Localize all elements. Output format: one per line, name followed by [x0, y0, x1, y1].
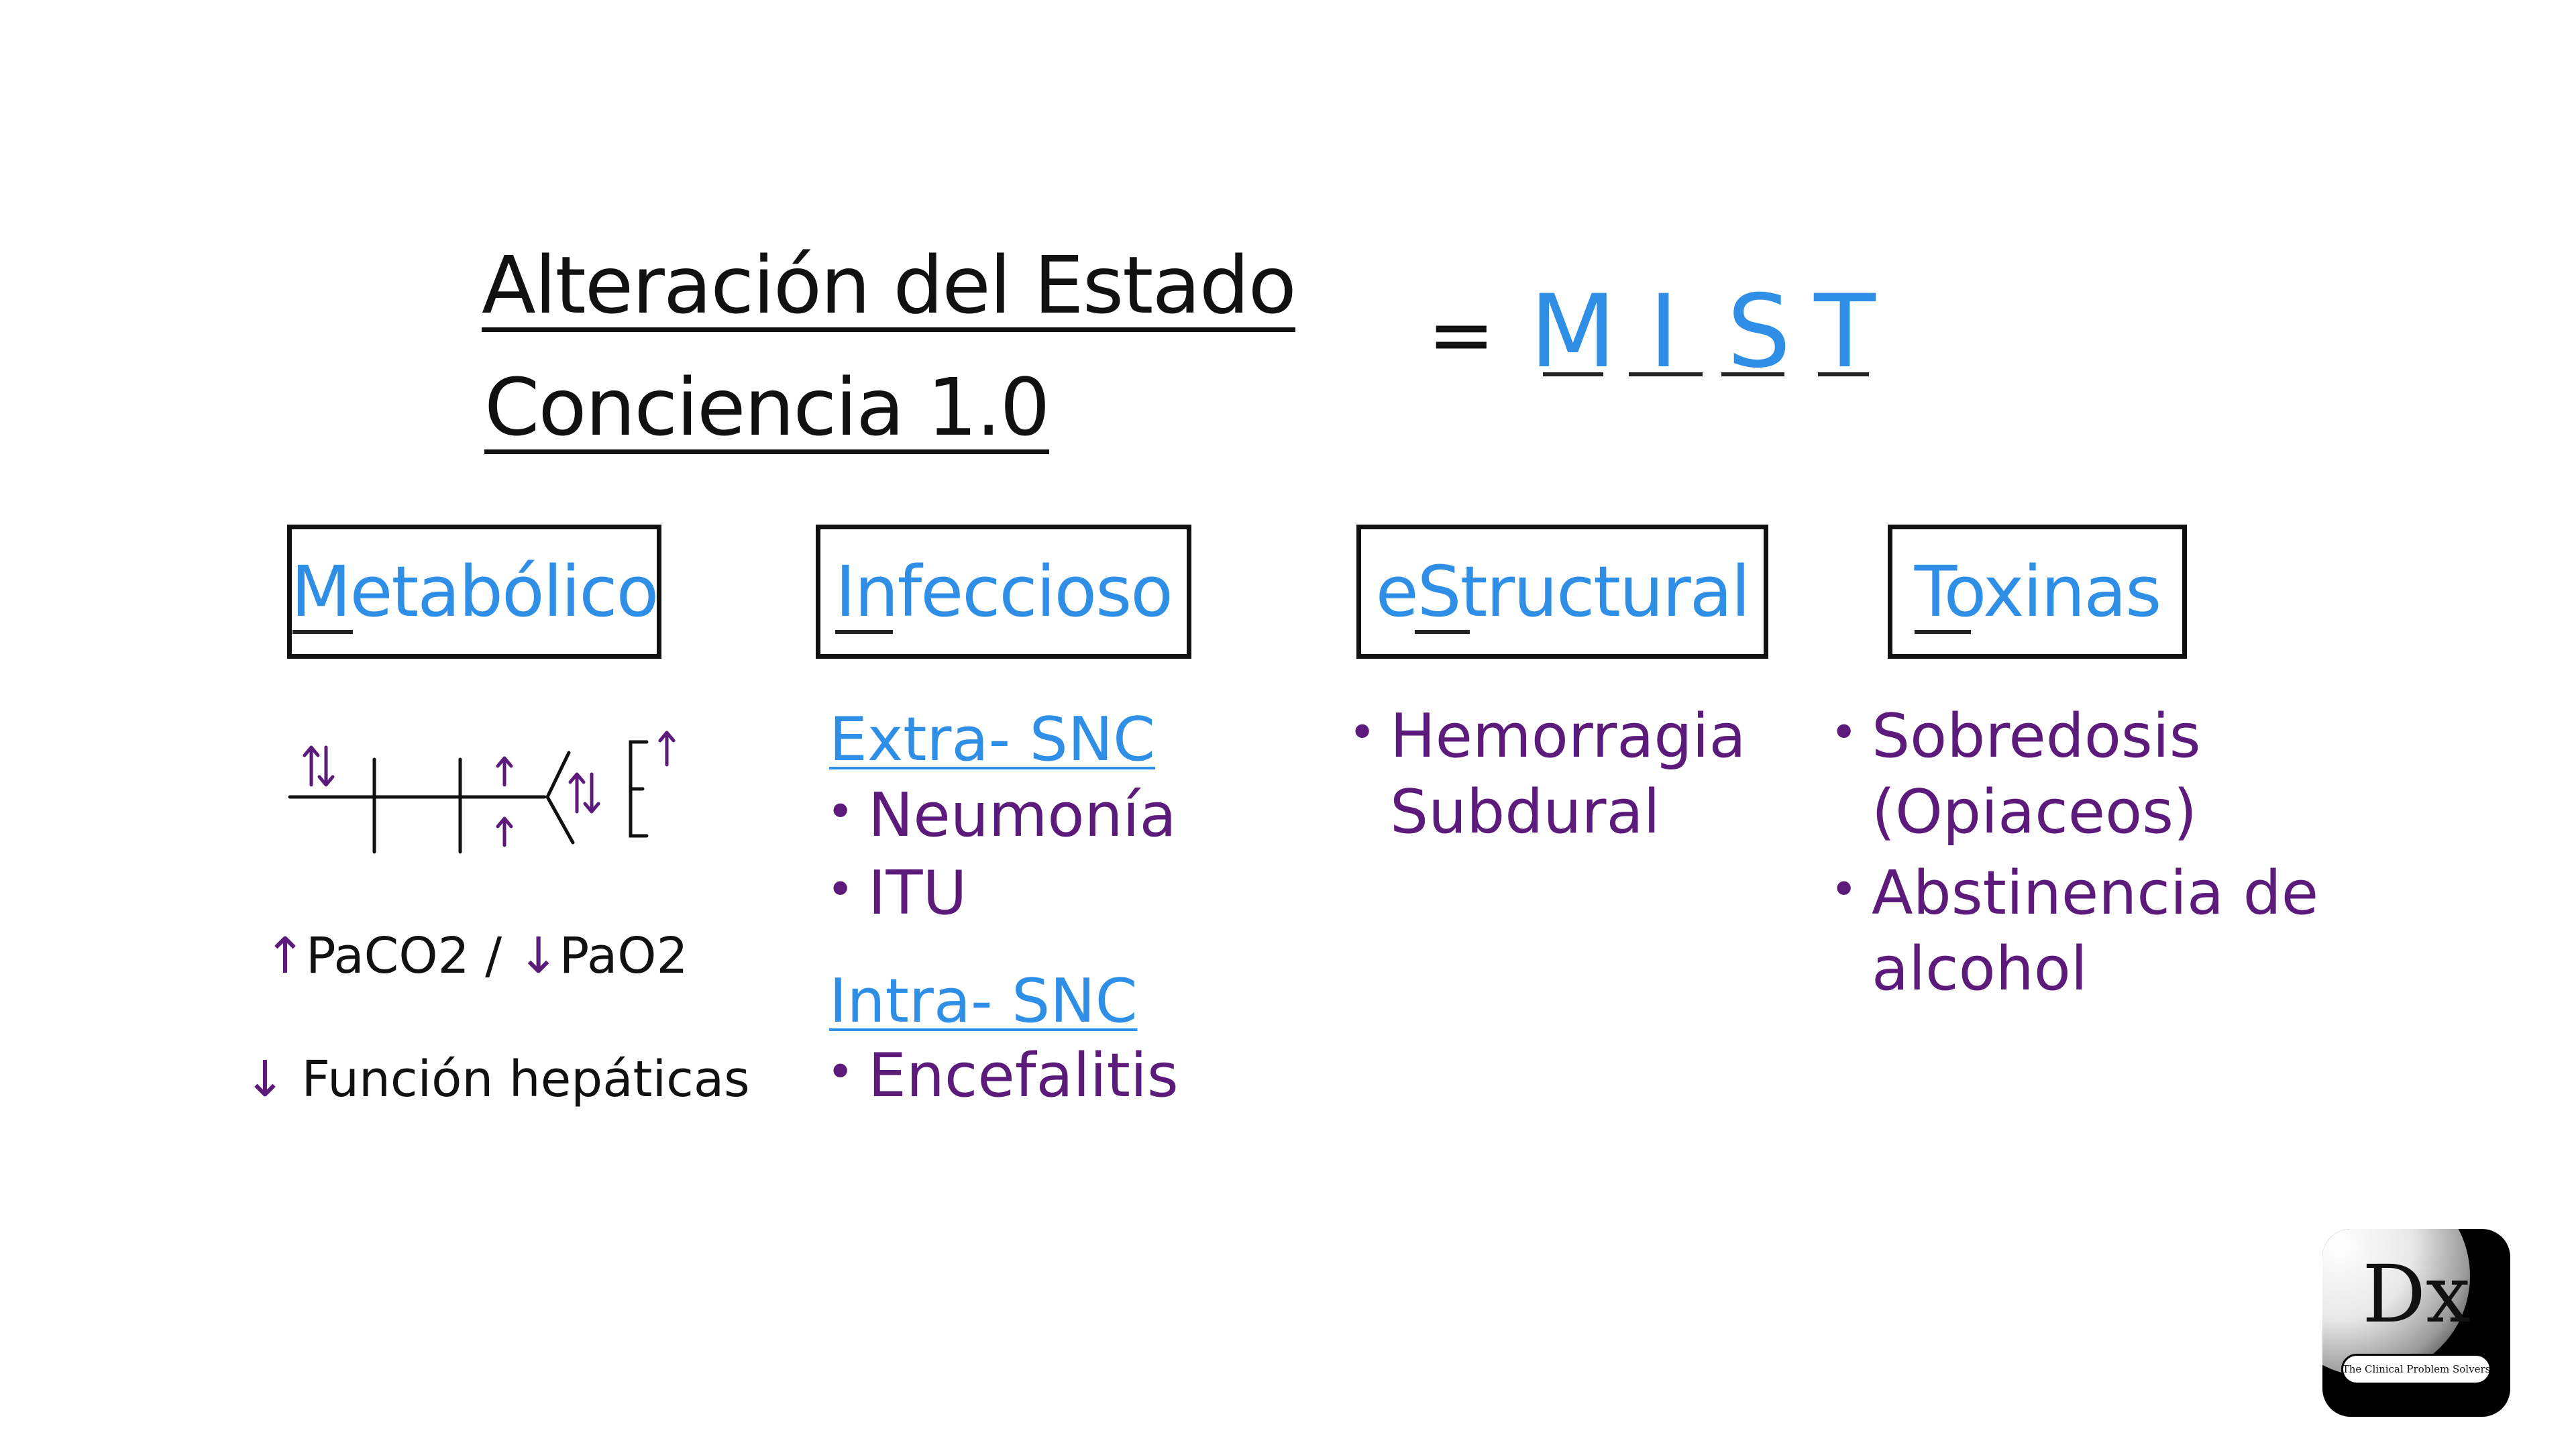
- category-box-infeccioso: Infeccioso: [816, 525, 1191, 659]
- letter-underline: [292, 630, 353, 634]
- category-label-toxinas: Toxinas: [1914, 551, 2161, 634]
- list-item: •ITU: [826, 858, 967, 928]
- list-item: •Hemorragia Subdural: [1348, 701, 1746, 847]
- category-label-estructural: eStructural: [1375, 551, 1750, 634]
- list-item: •Sobredosis (Opiaceos): [1830, 701, 2201, 847]
- acid-base-diagram: [288, 731, 676, 854]
- mnemonic-blank-m: [1543, 372, 1603, 376]
- category-box-toxinas: Toxinas: [1888, 525, 2187, 659]
- letter-underline: [1914, 630, 1971, 634]
- category-box-metabolico: Metabólico: [287, 525, 661, 659]
- letter-underline: [1414, 630, 1470, 634]
- category-box-estructural: eStructural: [1356, 525, 1768, 659]
- list-item: •Encefalitis: [826, 1040, 1179, 1111]
- mnemonic-letter-s: S: [1727, 274, 1791, 390]
- title-line-2: Conciencia 1.0: [484, 361, 1051, 454]
- list-item: •Abstinencia de alcohol: [1830, 858, 2319, 1004]
- subheading-intra-snc: Intra- SNC: [829, 966, 1138, 1036]
- mnemonic-blank-t: [1818, 372, 1869, 376]
- title-line-1: Alteración del Estado: [482, 239, 1297, 332]
- clinical-problem-solvers-logo: Dx The Clinical Problem Solvers: [2322, 1229, 2510, 1417]
- category-label-metabolico: Metabólico: [290, 551, 659, 634]
- mnemonic-letter-t: T: [1814, 274, 1876, 390]
- list-item: •Neumonía: [826, 780, 1177, 851]
- mnemonic-letter-i: I: [1648, 274, 1679, 390]
- category-label-infeccioso: Infeccioso: [835, 551, 1173, 634]
- mnemonic-blank-i: [1629, 372, 1703, 376]
- arrow-up-icon: ↑: [264, 927, 307, 985]
- mnemonic-blank-s: [1721, 372, 1784, 376]
- logo-tagline: The Clinical Problem Solvers: [2341, 1354, 2491, 1385]
- arrow-down-icon: ↓: [517, 927, 559, 985]
- blood-gas-note: ↑PaCO2 / ↓PaO2: [264, 927, 688, 985]
- equals-sign: =: [1428, 288, 1495, 382]
- logo-mark: Dx: [2362, 1248, 2471, 1340]
- arrow-down-icon: ↓: [244, 1051, 286, 1108]
- liver-function-note: ↓ Función hepáticas: [244, 1051, 750, 1108]
- subheading-extra-snc: Extra- SNC: [829, 704, 1155, 775]
- mnemonic-letter-m: M: [1529, 274, 1617, 390]
- letter-underline: [835, 630, 894, 634]
